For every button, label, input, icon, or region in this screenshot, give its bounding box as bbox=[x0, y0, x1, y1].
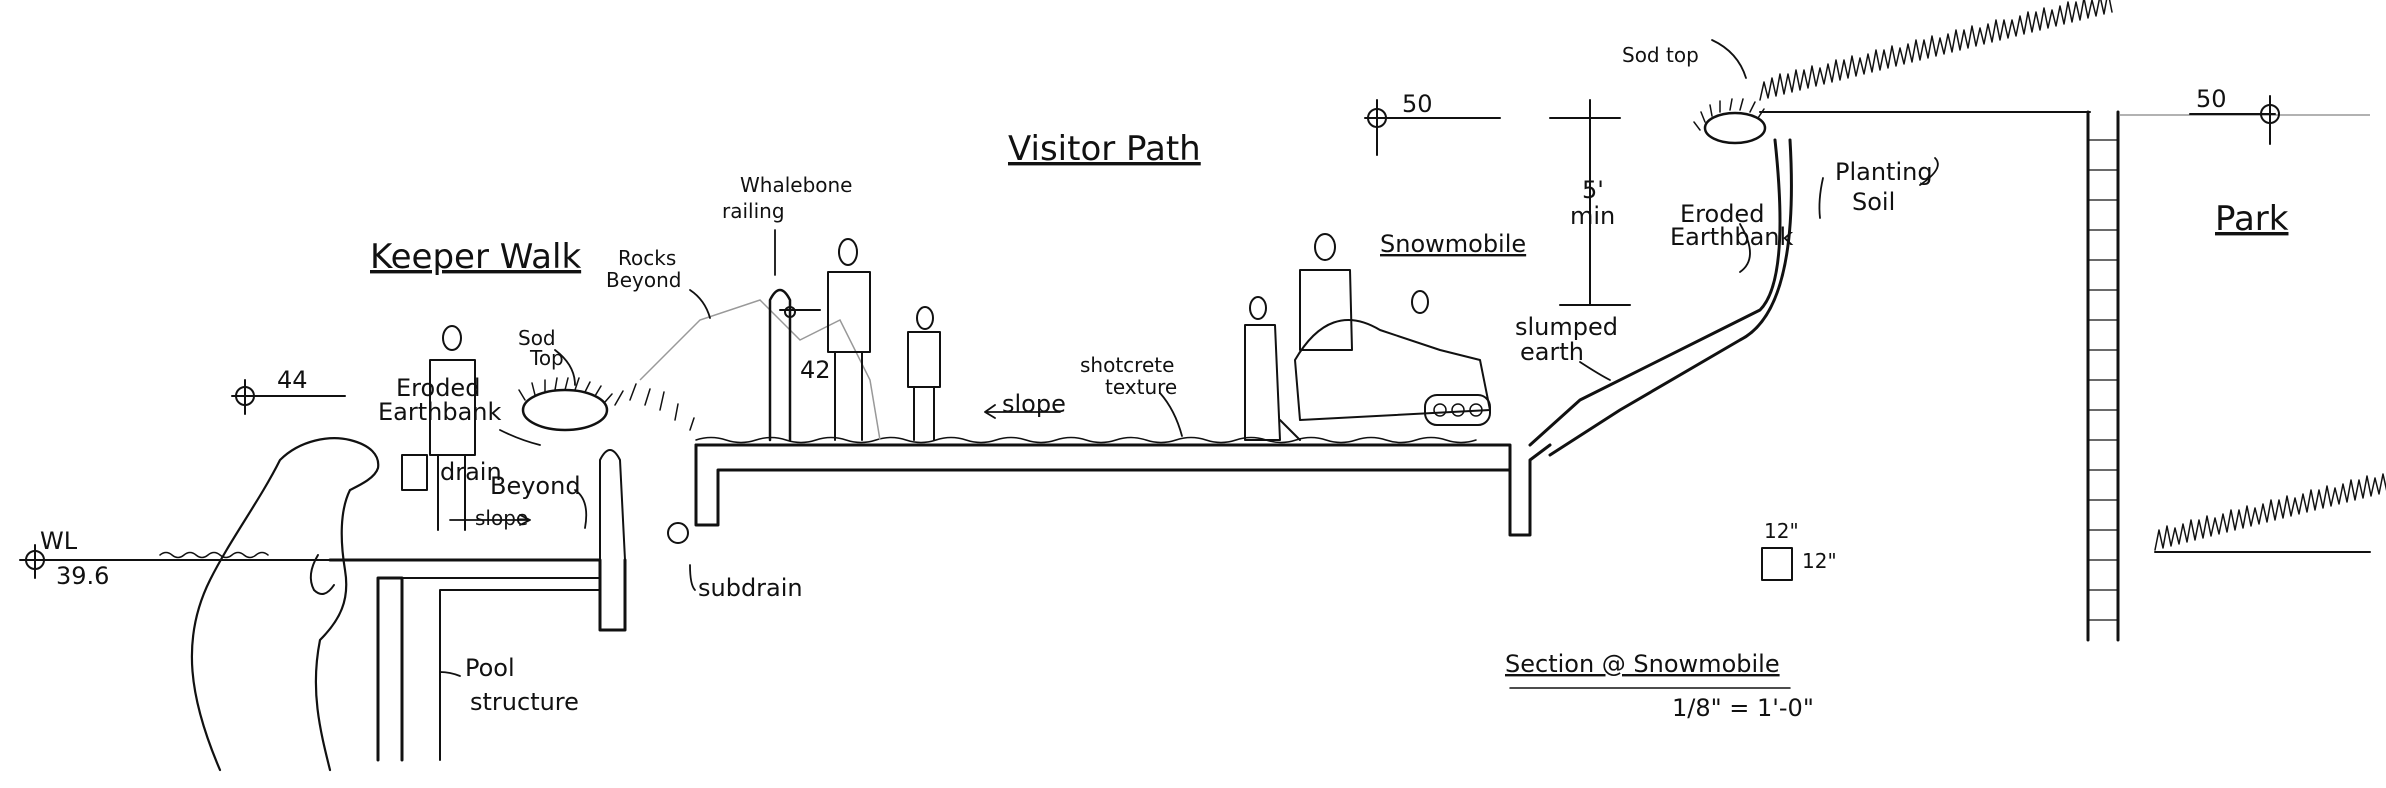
visitor-figures bbox=[827, 238, 941, 441]
keeper-walk-elevation: 44 bbox=[277, 366, 308, 394]
slope-left-label: slope bbox=[475, 506, 528, 530]
eroded-earthbank-right-label-1: Eroded bbox=[1680, 200, 1764, 228]
right-elevation: 50 bbox=[2196, 85, 2227, 113]
eroded-earthbank-left-label-1: Eroded bbox=[396, 374, 480, 402]
sod-mound-left bbox=[518, 377, 695, 432]
visitor-path-deck bbox=[667, 436, 1552, 544]
elevation-marker-44 bbox=[231, 379, 346, 415]
park-label: Park bbox=[2215, 199, 2289, 239]
beluga-whale bbox=[190, 437, 380, 772]
whalebone-label-1: Whalebone bbox=[740, 173, 852, 197]
subdrain-label: subdrain bbox=[698, 574, 803, 602]
rocks-beyond bbox=[639, 299, 881, 441]
sod-top-grass bbox=[1759, 0, 2113, 101]
snowmobile-sketch bbox=[1244, 233, 1491, 441]
scale-label: 1/8" = 1'-0" bbox=[1672, 694, 1814, 722]
right-wall bbox=[2086, 110, 2120, 642]
sod-top-left-label-2: Top bbox=[529, 346, 564, 370]
pool-structure bbox=[328, 449, 627, 762]
planting-soil-label-1: Planting bbox=[1835, 158, 1933, 186]
section-title: Section @ Snowmobile bbox=[1505, 650, 1780, 678]
pool-structure-label-1: Pool bbox=[465, 654, 515, 682]
twelve-inch-top-label: 12" bbox=[1764, 519, 1799, 543]
snowmobile-label: Snowmobile bbox=[1380, 230, 1526, 258]
visitor-path-label: Visitor Path bbox=[1008, 129, 1201, 169]
slumped-earth-label-1: slumped bbox=[1515, 313, 1618, 341]
railing-height-label: 42 bbox=[800, 356, 831, 384]
eroded-earthbank-right-label-2: Earthbank bbox=[1670, 223, 1794, 251]
keeper-figure bbox=[401, 325, 476, 531]
shotcrete-label-1: shotcrete bbox=[1080, 353, 1174, 377]
sod-top-left-label-1: Sod bbox=[518, 326, 556, 350]
eroded-earthbank-left-label-2: Earthbank bbox=[378, 398, 502, 426]
slumped-earth-label-2: earth bbox=[1520, 338, 1584, 366]
park-grass bbox=[2154, 473, 2386, 551]
sod-top-right-label: Sod top bbox=[1622, 43, 1699, 67]
shotcrete-label-2: texture bbox=[1105, 375, 1177, 399]
whale-flipper bbox=[309, 554, 335, 595]
five-min-label-2: min bbox=[1570, 202, 1615, 230]
leader-arrows bbox=[439, 39, 1939, 681]
rocks-beyond-label-1: Rocks bbox=[618, 246, 676, 270]
wl-label: WL bbox=[40, 527, 78, 555]
whalebone-railing bbox=[768, 288, 821, 442]
planting-soil-label-2: Soil bbox=[1852, 188, 1895, 216]
whalebone-label-2: railing bbox=[722, 199, 785, 223]
elevation-marker-50-mid bbox=[1364, 99, 1501, 156]
twelve-inch-side-label: 12" bbox=[1802, 549, 1837, 573]
beyond-label: Beyond bbox=[490, 472, 581, 500]
keeper-walk-label: Keeper Walk bbox=[370, 237, 581, 277]
rocks-beyond-label-2: Beyond bbox=[606, 268, 681, 292]
five-foot-dimension bbox=[1549, 99, 1631, 306]
earthbank-right bbox=[1528, 98, 1793, 457]
five-min-label-1: 5' bbox=[1582, 176, 1604, 204]
wl-elevation: 39.6 bbox=[56, 562, 109, 590]
mid-elevation: 50 bbox=[1402, 90, 1433, 118]
slope-mid-label: slope bbox=[1002, 390, 1066, 418]
twelve-inch-square bbox=[1761, 547, 1793, 581]
water-line bbox=[19, 544, 331, 579]
pool-structure-label-2: structure bbox=[470, 688, 579, 716]
drain-label: drain bbox=[440, 458, 502, 486]
elevation-marker-50-right bbox=[2189, 95, 2280, 145]
